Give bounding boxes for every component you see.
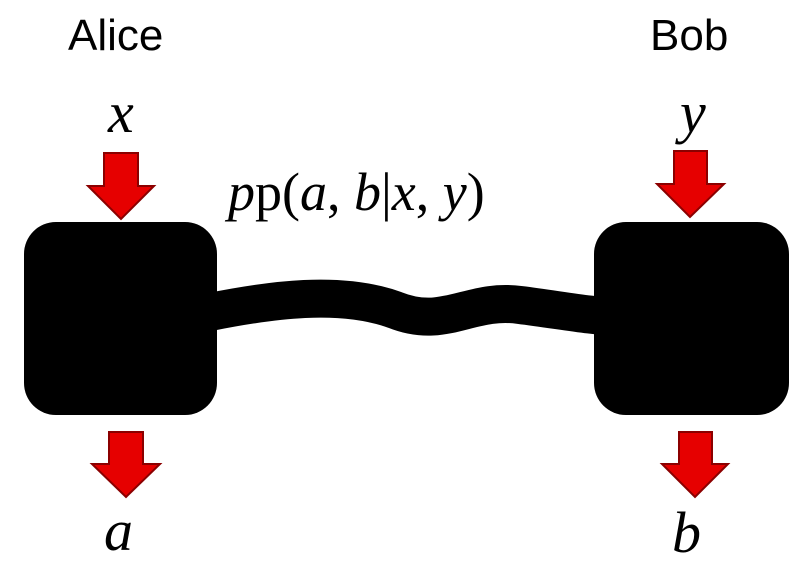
alice-input-arrow-icon [85, 152, 157, 221]
prob-comma-1: , [327, 162, 354, 222]
prob-bar: | [381, 162, 392, 222]
alice-input-label: x [107, 80, 134, 145]
prob-comma-2: , [416, 162, 443, 222]
prob-a: a [300, 162, 327, 222]
correlation-label: pp(a, b|x, y) [224, 162, 485, 222]
prob-p: p [224, 162, 255, 222]
correlation-wire [206, 279, 621, 336]
prob-y: y [438, 162, 467, 222]
bob-input-label: y [675, 80, 706, 145]
alice-output-arrow-icon [89, 431, 163, 499]
prob-open: p( [255, 162, 300, 222]
prob-x: x [391, 162, 416, 222]
alice-name: Alice [68, 11, 163, 60]
bob-output-label: b [672, 500, 701, 565]
bob-input-arrow-icon [654, 150, 727, 219]
prob-b: b [354, 162, 381, 222]
bob-output-arrow-icon [659, 431, 731, 499]
bob-name: Bob [650, 11, 728, 60]
alice-box [24, 222, 217, 415]
prob-close: ) [467, 162, 485, 222]
alice-output-label: a [104, 498, 133, 563]
bob-box [594, 222, 789, 415]
